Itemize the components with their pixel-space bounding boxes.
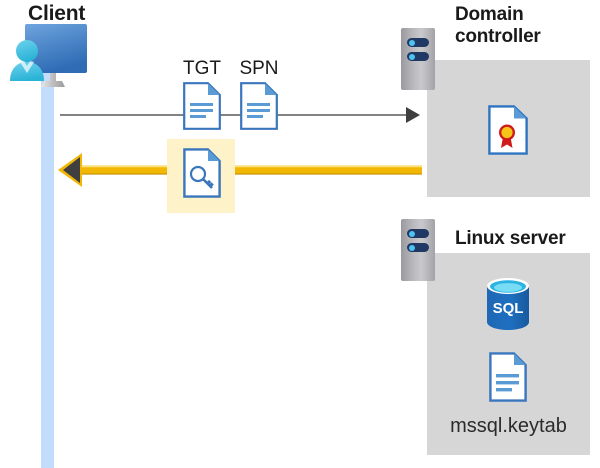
reply-arrow: [58, 152, 422, 188]
request-arrow: [60, 104, 420, 126]
server-led: [407, 229, 429, 238]
tgt-document-icon: [183, 82, 221, 130]
client-title: Client: [28, 2, 86, 25]
domain-controller-title: Domain controller: [455, 4, 585, 48]
server-led: [407, 38, 429, 47]
keytab-document-icon: [489, 352, 527, 402]
keytab-filename-label: mssql.keytab: [450, 415, 567, 437]
server-led: [407, 243, 429, 252]
linux-server-title: Linux server: [455, 228, 566, 249]
domain-controller-server-rack-icon: [401, 28, 435, 90]
certificate-document-icon: [488, 105, 528, 155]
domain-controller-title-line2: controller: [455, 26, 541, 47]
key-document-icon: [183, 148, 221, 198]
spn-document-icon: [240, 82, 278, 130]
spn-label: SPN: [239, 58, 279, 79]
server-led: [407, 52, 429, 61]
client-workstation-icon: [6, 24, 98, 94]
tgt-label: TGT: [183, 58, 221, 79]
sql-database-label: SQL: [493, 300, 524, 317]
client-lifeline: [41, 62, 54, 468]
domain-controller-title-line1: Domain: [455, 4, 524, 25]
sql-database-icon: SQL: [484, 277, 532, 331]
linux-server-rack-icon: [401, 219, 435, 281]
